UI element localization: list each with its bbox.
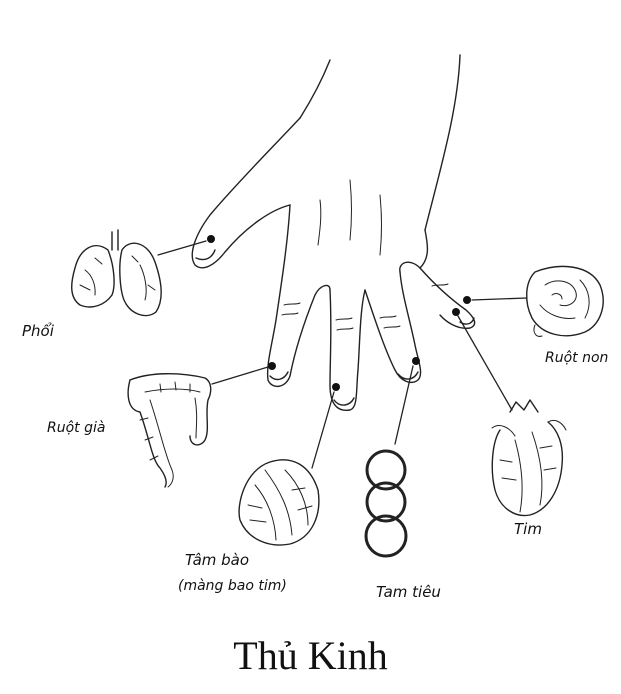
large-intestine-leader [212, 367, 268, 384]
small-intestine-leader [472, 298, 527, 300]
label-tam-tieu: Tam tiêu [376, 583, 441, 601]
pericardium-drawing [239, 460, 319, 545]
pericardium-meridian-point [332, 383, 340, 391]
meridian-points [207, 235, 471, 391]
large-intestine-meridian-point [268, 362, 276, 370]
lung-meridian-point [207, 235, 215, 243]
triple-burner-drawing [366, 451, 406, 556]
label-ruot-gia: Ruột già [47, 420, 105, 436]
pericardium-leader [312, 392, 334, 468]
leader-lines [158, 241, 527, 468]
heart-leader [458, 316, 512, 410]
heart-drawing [492, 400, 566, 516]
small-intestine-drawing [527, 266, 603, 336]
large-intestine-drawing [128, 374, 211, 487]
label-tim: Tim [514, 520, 542, 538]
label-tam-bao: Tâm bào [185, 551, 249, 569]
lung-leader [158, 241, 206, 255]
label-tam-bao-sub: (màng bao tim) [178, 578, 287, 594]
small-intestine-meridian-point [463, 296, 471, 304]
heart-meridian-point [452, 308, 460, 316]
page-title: Thủ Kinh [0, 632, 621, 679]
label-ruot-non: Ruột non [545, 350, 608, 366]
hand-drawing [192, 55, 474, 410]
triple-burner-meridian-point [412, 357, 420, 365]
lungs-drawing [72, 230, 161, 316]
label-phoi: Phổi [22, 322, 54, 340]
